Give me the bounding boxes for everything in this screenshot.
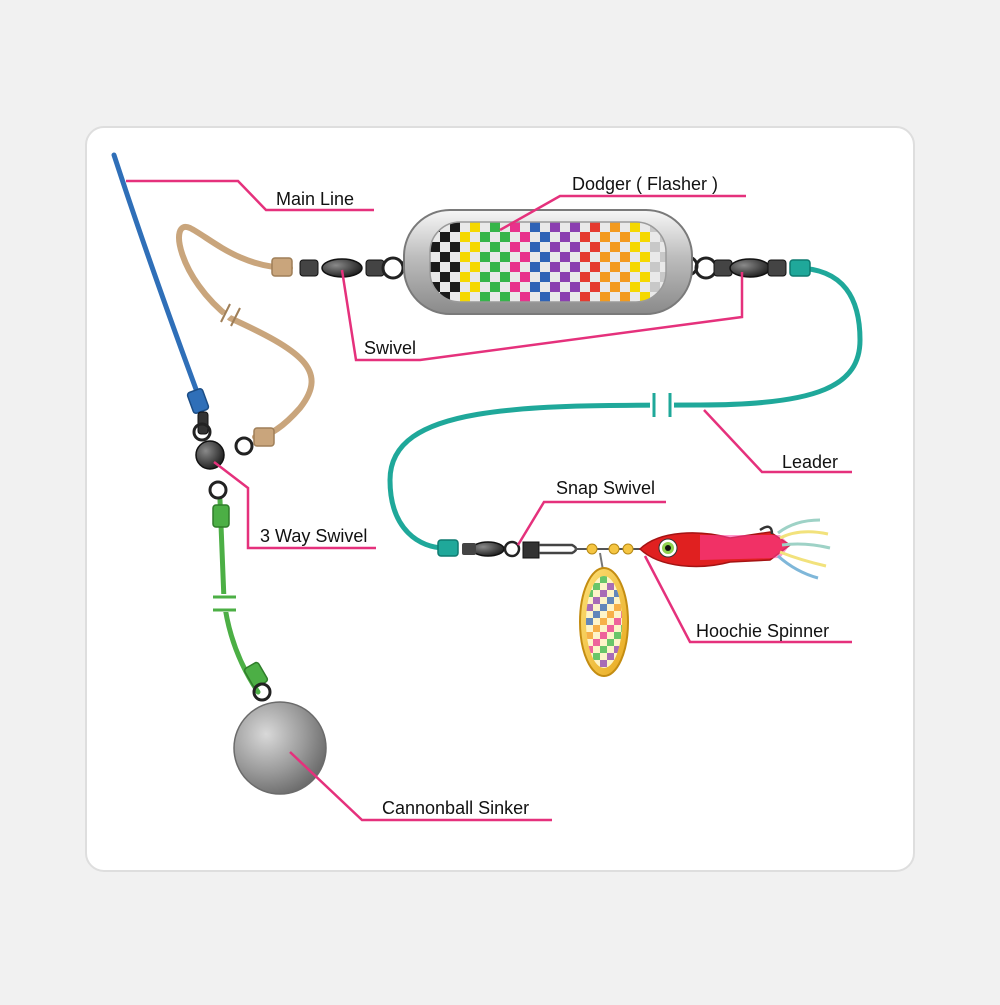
dodger-left-swivel	[299, 255, 423, 280]
label-dodger: Dodger ( Flasher )	[572, 174, 718, 194]
label-three-way-swivel: 3 Way Swivel	[260, 526, 367, 546]
three-way-swivel	[192, 411, 254, 500]
hoochie-spinner	[575, 518, 831, 677]
callout-swivel	[340, 269, 744, 362]
sticker-card	[85, 126, 915, 872]
callout-main-line	[126, 179, 374, 212]
cannonball-sinker	[233, 682, 327, 795]
hoochie-tentacles	[777, 518, 831, 580]
callout-lines	[126, 179, 852, 822]
main-line	[111, 152, 210, 414]
callout-hoochie	[643, 555, 852, 644]
sinker-line	[212, 497, 269, 695]
callout-leader	[703, 409, 852, 474]
label-hoochie-spinner: Hoochie Spinner	[696, 621, 829, 641]
leader-line	[387, 259, 863, 557]
label-leader: Leader	[782, 452, 838, 472]
label-main-line: Main Line	[276, 189, 354, 209]
label-cannonball-sinker: Cannonball Sinker	[382, 798, 529, 818]
label-swivel: Swivel	[364, 338, 416, 358]
callout-snap-swivel	[516, 500, 666, 546]
label-snap-swivel: Snap Swivel	[556, 478, 655, 498]
callout-sinker	[289, 751, 552, 822]
callout-dodger	[499, 194, 746, 232]
dropper-line	[176, 223, 315, 447]
dodger-flasher	[403, 209, 693, 315]
callout-three-way	[213, 461, 376, 550]
